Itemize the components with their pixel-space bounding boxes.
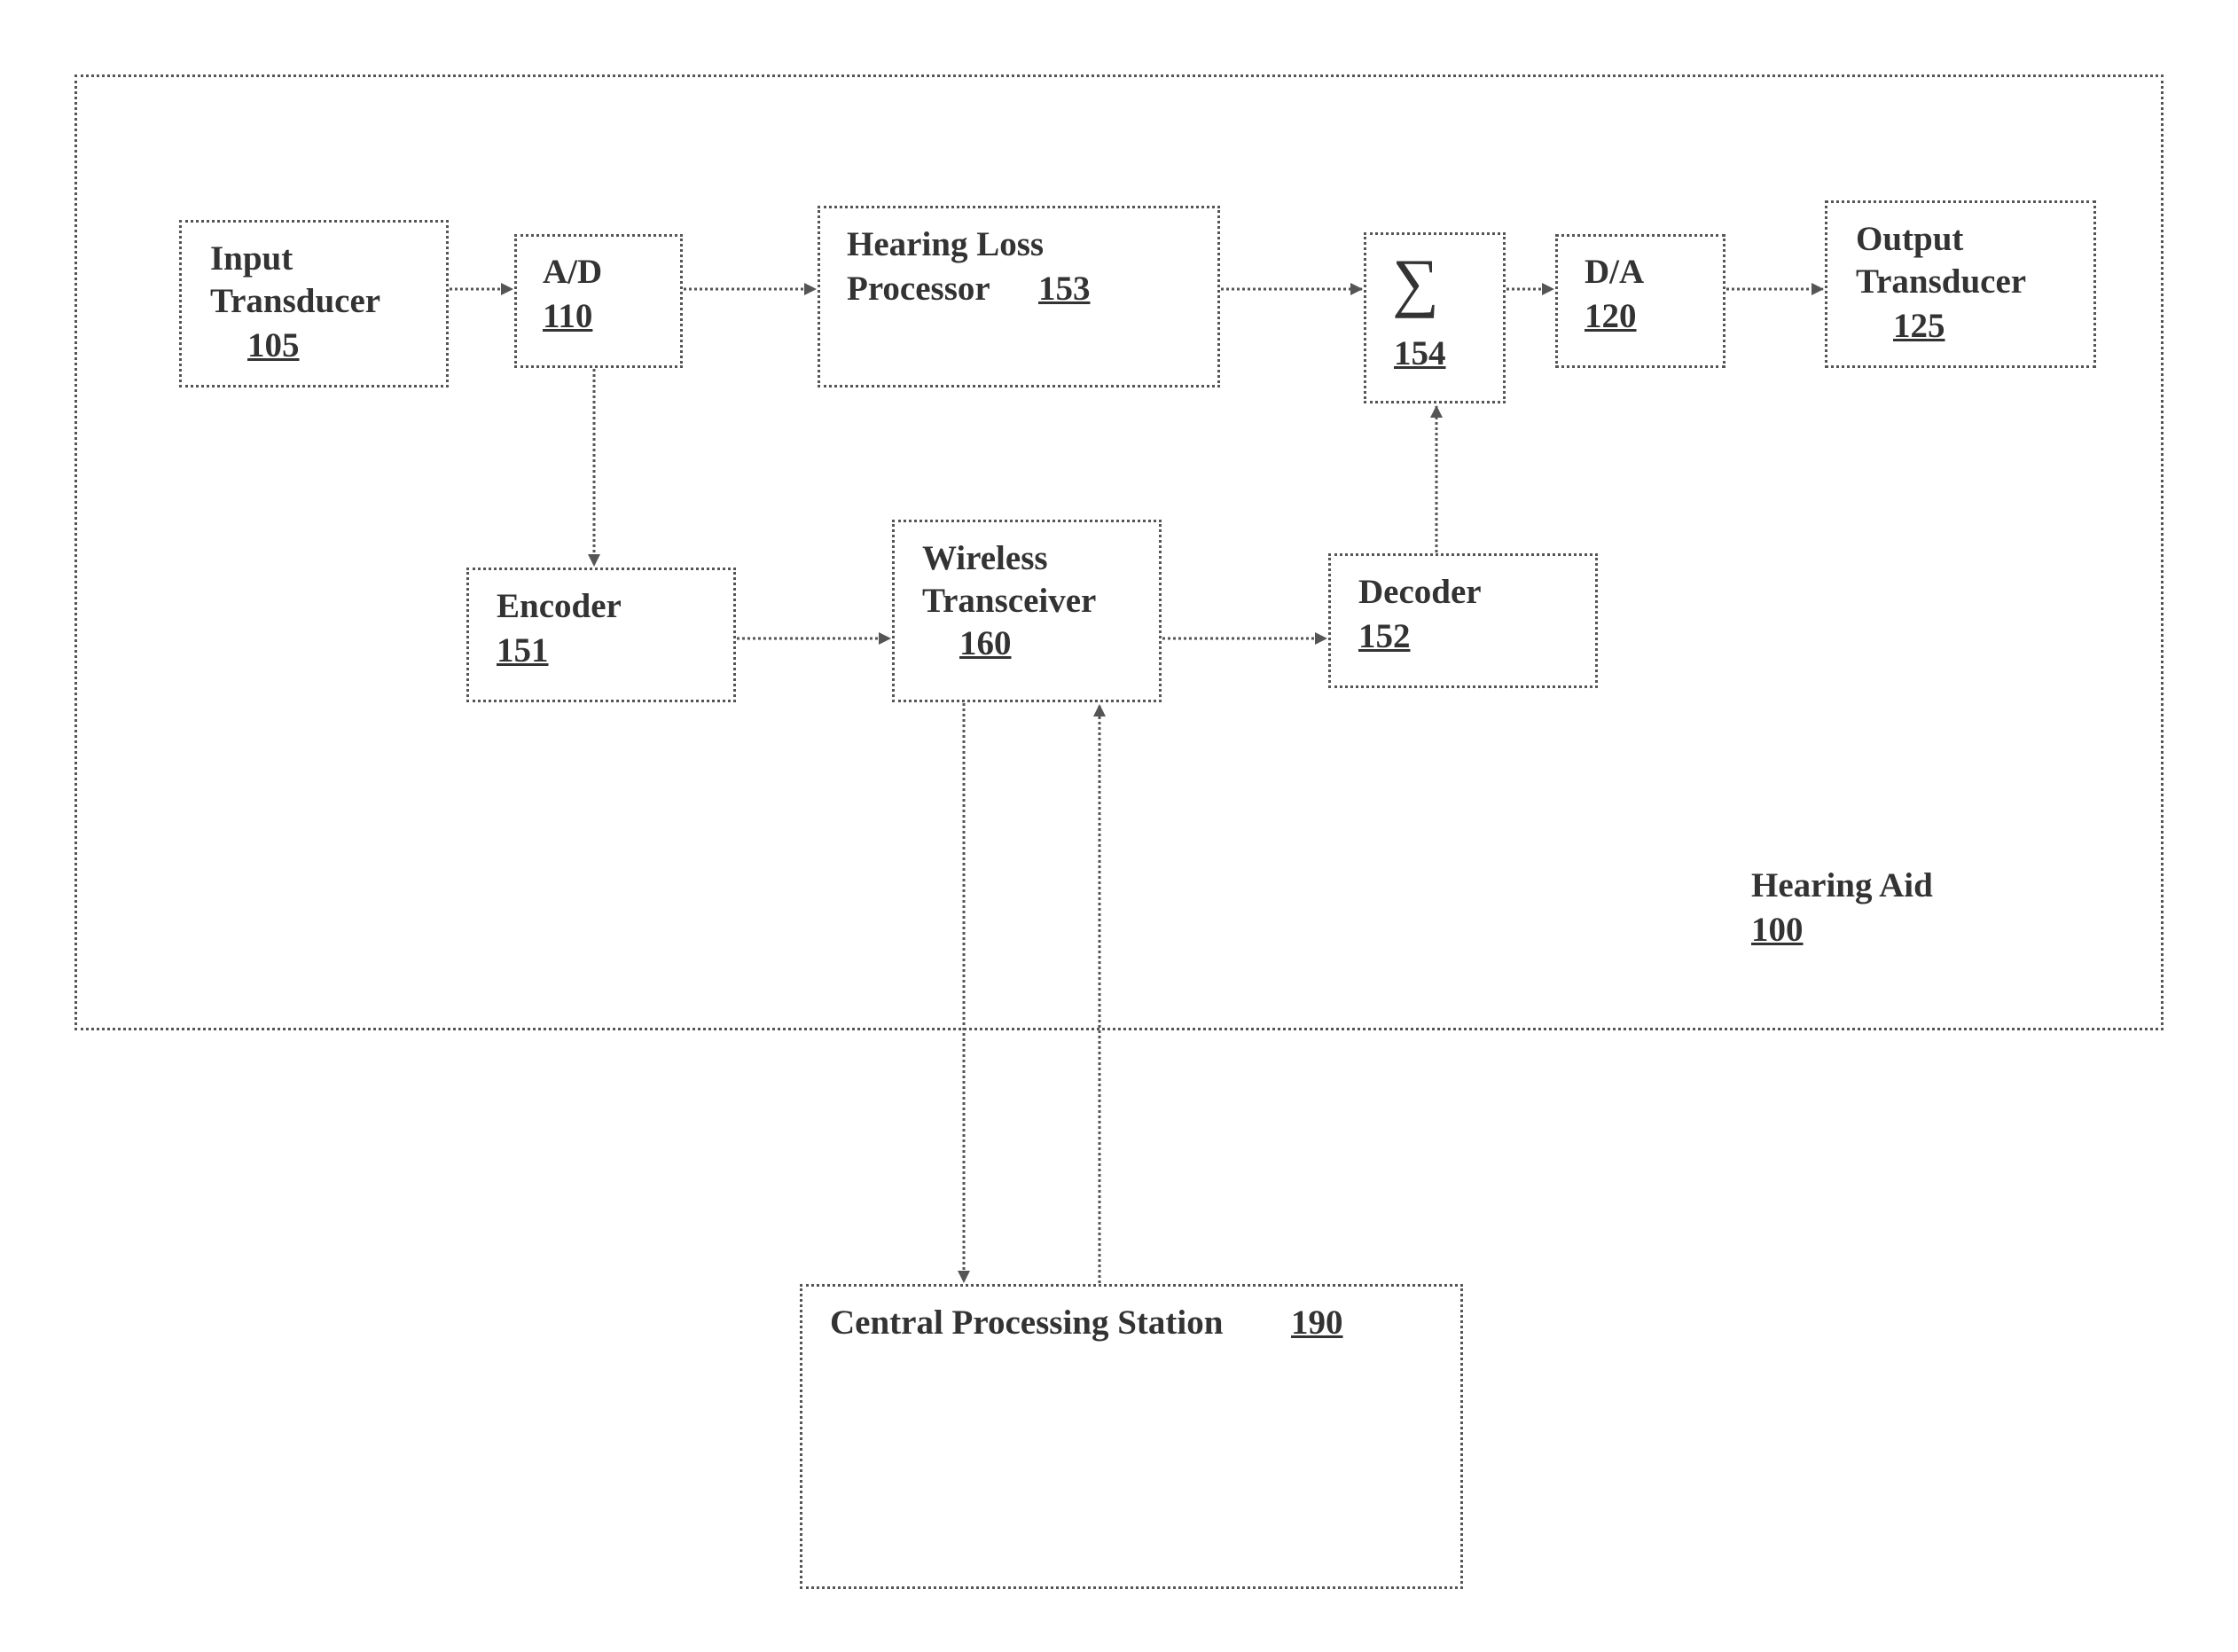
connection-arrows [0,0,2238,1652]
